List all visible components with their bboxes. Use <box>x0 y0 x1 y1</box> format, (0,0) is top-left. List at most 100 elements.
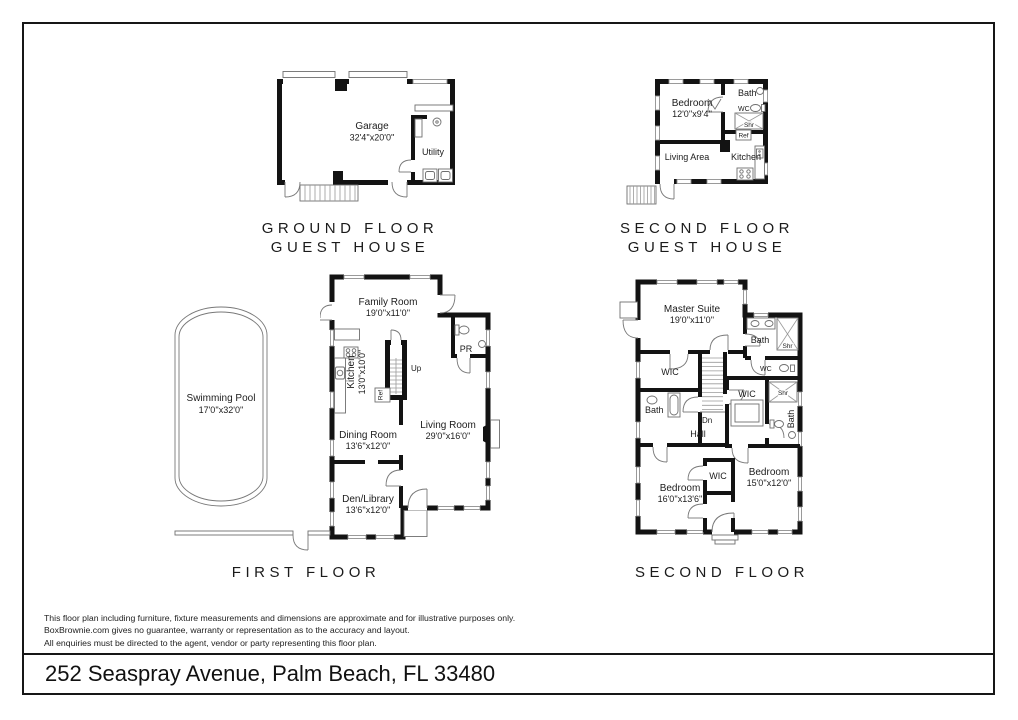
washer-dryer-symbol <box>422 168 453 183</box>
wic-mid-door <box>687 465 704 481</box>
first-floor-title: FIRST FLOOR <box>231 564 381 581</box>
bath3-toilet-symbol <box>769 419 784 429</box>
balcony <box>619 301 638 319</box>
ref-symbol <box>735 129 752 141</box>
pr-label: PR <box>460 344 473 354</box>
stair-door <box>390 329 402 341</box>
closet-door <box>414 118 423 138</box>
bath1-label: Bath <box>751 335 770 345</box>
wc-label: WC <box>760 366 772 373</box>
fireplace-symbol <box>483 419 500 449</box>
kitchen-sink-symbol <box>335 366 345 380</box>
family-room-label: Family Room <box>359 297 418 308</box>
ref-label: Ref <box>378 390 385 400</box>
bath2-tub-symbol <box>667 392 681 418</box>
dn-label: Dn <box>702 416 712 425</box>
hall-label: Hall <box>690 429 706 439</box>
wic-left-label: WIC <box>661 367 679 377</box>
bedroom1-label: Bedroom <box>660 483 701 494</box>
pool-label: Swimming Pool <box>187 393 256 404</box>
property-address: 252 Seaspray Avenue, Palm Beach, FL 3348… <box>45 661 496 686</box>
bath2-sink-symbol <box>646 395 658 405</box>
ref-symbol <box>374 387 391 403</box>
garage-label: Garage <box>355 121 389 132</box>
second-floor-plan: Shr Bath WC Dn Hall <box>619 279 803 545</box>
shower1-symbol <box>776 317 799 351</box>
bath1-door <box>744 333 761 347</box>
bedroom1-door <box>652 446 668 463</box>
dining-room-label: Dining Room <box>339 430 397 441</box>
first-floor-plan: Up Ref Kitchen 13'0''x10'0'' <box>320 274 500 540</box>
bath3-label: Bath <box>786 410 796 429</box>
bedroom2-dims: 15'0''x12'0'' <box>747 478 792 488</box>
toilet-symbol <box>750 104 766 112</box>
master-suite-label: Master Suite <box>664 304 721 315</box>
wic-left-door <box>669 353 689 370</box>
master-suite-dims: 19'0''x11'0'' <box>670 315 714 325</box>
rear-door <box>391 181 408 198</box>
utility-door <box>398 159 412 173</box>
ground-guest-title: GROUND FLOOR GUEST HOUSE <box>230 219 470 257</box>
wic-right-label: WIC <box>738 389 756 399</box>
kitchen-label: Kitchen <box>346 355 357 388</box>
second-guest-title-line2: GUEST HOUSE <box>627 239 787 256</box>
walkway <box>174 530 331 551</box>
bath3-sink-symbol <box>788 431 796 439</box>
disclaimer-line3: All enquiries must be directed to the ag… <box>44 637 377 648</box>
ground-guest-title-line1: GROUND FLOOR <box>261 220 439 237</box>
bath2-label: Bath <box>645 405 664 415</box>
water-heater-symbol <box>432 117 442 127</box>
garage-door-panels <box>282 71 408 78</box>
utility-label: Utility <box>422 147 444 157</box>
wic-mid-label: WIC <box>709 471 727 481</box>
family-room-door <box>439 294 456 314</box>
address-bar: 252 Seaspray Avenue, Palm Beach, FL 3348… <box>24 653 993 693</box>
wc-door <box>750 359 766 376</box>
shower-label: Shr <box>744 122 755 129</box>
page-border: 252 Seaspray Avenue, Palm Beach, FL 3348… <box>22 22 995 695</box>
wc-label: WC <box>738 106 750 113</box>
bedroom-label: Bedroom <box>672 98 713 109</box>
disclaimer-line1: This floor plan including furniture, fix… <box>44 613 516 623</box>
up-label: Up <box>411 364 422 373</box>
balcony-door <box>622 319 639 339</box>
second-guest-title-line1: SECOND FLOOR <box>619 220 794 237</box>
kitchen-dims: 13'0''x10'0'' <box>357 349 367 394</box>
shower-symbol <box>734 112 764 130</box>
stove-symbol <box>343 346 359 359</box>
side-entry-door <box>320 304 333 321</box>
counter <box>414 104 454 112</box>
gate-door <box>292 534 309 551</box>
pool-dims: 17'0''x32'0'' <box>199 405 244 415</box>
bedroom-dims: 12'0''x9'4'' <box>672 109 712 119</box>
pool-outline <box>174 306 268 507</box>
second-floor-guest-house-plan: Ref Shr WC Bath <box>626 78 769 205</box>
shower2-symbol <box>768 381 798 403</box>
shr1-label: Shr <box>782 343 793 350</box>
bedroom1-dims: 16'0''x13'6'' <box>658 494 703 504</box>
exterior-stairs <box>626 185 657 205</box>
dining-room-dims: 13'6''x12'0'' <box>346 441 391 451</box>
swimming-pool-plan: Swimming Pool 17'0''x32'0'' <box>174 306 268 507</box>
second-floor-title: SECOND FLOOR <box>634 564 809 581</box>
vestibule-door <box>687 503 704 519</box>
disclaimer: This floor plan including furniture, fix… <box>44 612 515 649</box>
staircase <box>390 358 402 394</box>
bath-label: Bath <box>738 88 757 98</box>
ground-floor-guest-house-plan: Garage 32'4''x20'0'' Utility <box>277 71 455 202</box>
kitchen-counter <box>754 145 765 180</box>
kitchen-label: Kitchen <box>731 152 761 162</box>
family-room-dims: 19'0''x11'0'' <box>366 308 410 318</box>
staircase <box>700 357 725 413</box>
bedroom2-label: Bedroom <box>749 467 790 478</box>
living-area-label: Living Area <box>665 152 710 162</box>
disclaimer-line2: BoxBrownie.com gives no guarantee, warra… <box>44 625 410 636</box>
windows <box>654 78 769 185</box>
entry-door <box>284 181 301 198</box>
windows <box>329 274 491 540</box>
den-library-label: Den/Library <box>342 494 394 505</box>
master-door <box>709 334 729 351</box>
exterior-stairs <box>299 184 359 202</box>
vanity-sinks <box>746 317 776 330</box>
